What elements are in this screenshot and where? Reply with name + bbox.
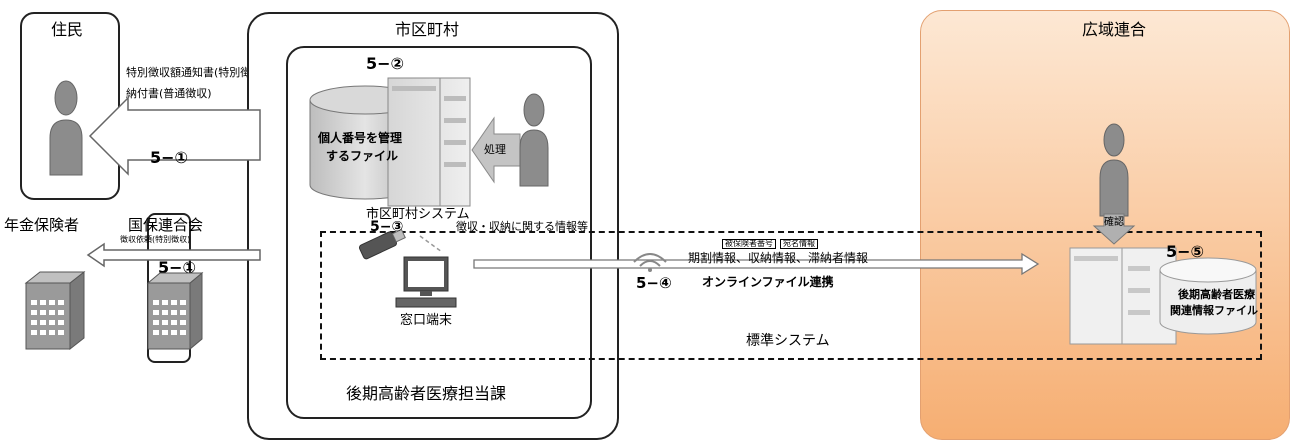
process-label: 処理 xyxy=(484,143,506,156)
field-tag-address: 宛名情報 xyxy=(780,239,818,249)
municipality-title: 市区町村 xyxy=(395,20,460,39)
system-label: 市区町村システム xyxy=(366,207,470,222)
field-tag-insured-number: 被保険者番号 xyxy=(722,239,776,249)
pension-building-icon xyxy=(24,270,86,351)
transfer-info: 期割情報、収納情報、滞納者情報 xyxy=(688,251,869,265)
notice-line-1: 特別徴収額通知書(特別徴収) xyxy=(126,66,267,79)
department-label: 後期高齢者医療担当課 xyxy=(346,384,507,403)
standard-system-label: 標準システム xyxy=(746,333,830,349)
notice-line-2: 納付書(普通徴収) xyxy=(126,87,212,100)
online-label: オンラインファイル連携 xyxy=(702,275,834,289)
resident-title: 住民 xyxy=(51,20,84,39)
db-label-1: 個人番号を管理 xyxy=(318,131,403,145)
union-file-label-1: 後期高齢者医療 xyxy=(1178,288,1255,301)
step-5-4: 5−④ xyxy=(636,274,672,292)
kokuho-arrow-label: 徴収依頼(特別徴収) xyxy=(120,235,191,244)
kokuho-title: 国保連合会 xyxy=(128,216,204,234)
step-5-5: 5−⑤ xyxy=(1166,242,1205,261)
db-label-2: するファイル xyxy=(326,149,399,163)
resident-box xyxy=(20,12,120,200)
terminal-label: 窓口端末 xyxy=(400,313,453,328)
standard-system-box xyxy=(320,231,1262,360)
step-5-2: 5−② xyxy=(366,54,405,73)
union-title: 広域連合 xyxy=(1082,20,1147,39)
step-5-3: 5−③ xyxy=(370,219,404,235)
step-5-1a: 5−① xyxy=(150,148,188,167)
union-file-label-2: 関連情報ファイル xyxy=(1170,304,1258,317)
step-5-1b: 5−① xyxy=(158,258,197,277)
usb-note: 徴収・収納に関する情報等 xyxy=(456,220,588,233)
union-staff-label: 確認 xyxy=(1104,217,1124,228)
pension-title: 年金保険者 xyxy=(4,216,80,234)
